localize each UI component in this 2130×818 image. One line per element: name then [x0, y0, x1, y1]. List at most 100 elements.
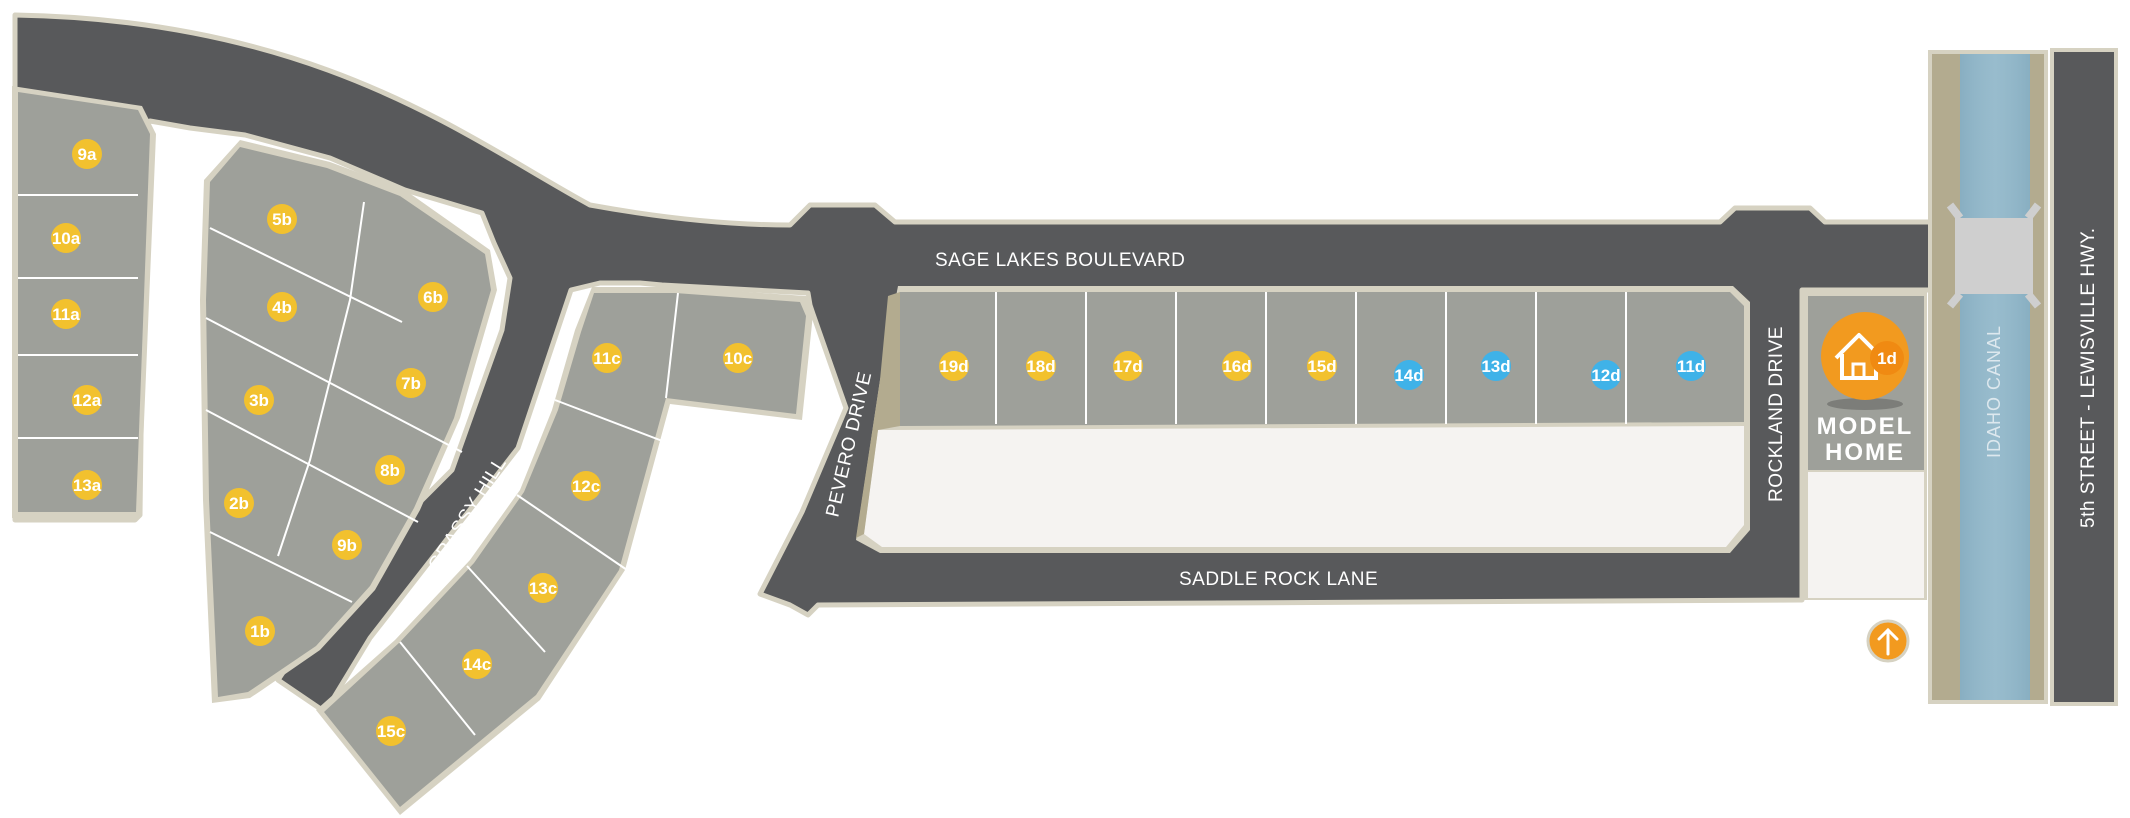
lot-marker-10c[interactable]: 10c: [723, 343, 753, 373]
lot-marker-13d[interactable]: 13d: [1481, 351, 1511, 381]
lot-label-12c: 12c: [572, 477, 600, 496]
lot-dot-5b[interactable]: [267, 204, 297, 234]
lot-marker-5b[interactable]: 5b: [267, 204, 297, 234]
model-home-line2: HOME: [1825, 439, 1905, 466]
lot-marker-19d[interactable]: 19d: [939, 351, 969, 381]
lot-marker-9a[interactable]: 9a: [72, 139, 102, 169]
lot-label-8b: 8b: [380, 461, 400, 480]
lot-marker-7b[interactable]: 7b: [396, 368, 426, 398]
lot-dot-15c[interactable]: [376, 716, 406, 746]
lot-dot-2b[interactable]: [224, 488, 254, 518]
lot-marker-4b[interactable]: 4b: [267, 292, 297, 322]
lot-marker-12c[interactable]: 12c: [571, 471, 601, 501]
lot-dot-13a[interactable]: [72, 470, 102, 500]
lot-label-7b: 7b: [401, 374, 421, 393]
lot-marker-14c[interactable]: 14c: [462, 649, 492, 679]
lot-dot-14c[interactable]: [462, 649, 492, 679]
lot-dot-12d[interactable]: [1591, 360, 1621, 390]
block-d: [856, 286, 1750, 553]
lot-marker-8b[interactable]: 8b: [375, 455, 405, 485]
lot-marker-9b[interactable]: 9b: [332, 530, 362, 560]
block-b: [200, 140, 497, 703]
lot-marker-11d[interactable]: 11d: [1676, 351, 1706, 381]
lot-label-18d: 18d: [1026, 357, 1055, 376]
lot-dot-13d[interactable]: [1481, 351, 1511, 381]
model-home-line1: MODEL: [1817, 413, 1914, 440]
lot-label-13a: 13a: [73, 476, 102, 495]
lot-dot-19d[interactable]: [939, 351, 969, 381]
lot-dot-12c[interactable]: [571, 471, 601, 501]
lot-label-10c: 10c: [724, 349, 752, 368]
lot-dot-10a[interactable]: [51, 223, 81, 253]
lot-marker-14d[interactable]: 14d: [1394, 360, 1424, 390]
lot-dot-6b[interactable]: [418, 282, 448, 312]
lot-label-12d: 12d: [1591, 366, 1620, 385]
lot-dot-12a[interactable]: [72, 385, 102, 415]
lot-dot-4b[interactable]: [267, 292, 297, 322]
road-label-highway: 5th STREET - LEWISVILLE HWY.: [2078, 227, 2099, 528]
road-label-rockland: ROCKLAND DRIVE: [1766, 326, 1787, 502]
lot-label-6b: 6b: [423, 288, 443, 307]
lot-marker-10a[interactable]: 10a: [51, 223, 81, 253]
lot-dot-1b[interactable]: [245, 616, 275, 646]
lot-label-2b: 2b: [229, 494, 249, 513]
lot-marker-6b[interactable]: 6b: [418, 282, 448, 312]
lot-marker-2b[interactable]: 2b: [224, 488, 254, 518]
lot-label-14d: 14d: [1394, 366, 1423, 385]
road-label-sage-lakes: SAGE LAKES BOULEVARD: [935, 250, 1185, 271]
block-a: [12, 86, 156, 518]
lot-dot-11d[interactable]: [1676, 351, 1706, 381]
lot-markers: 9a 10a 11a 12a 13a 5b 4b 6b 3b 7b 8b 2b 9b 1b 11c 10c 12…: [51, 139, 1706, 746]
lot-label-9a: 9a: [78, 145, 97, 164]
lot-dot-13c[interactable]: [528, 573, 558, 603]
north-arrow-icon: [1866, 619, 1910, 663]
lot-label-13c: 13c: [529, 579, 557, 598]
lot-label-1b: 1b: [250, 622, 270, 641]
road-label-saddle-rock: SADDLE ROCK LANE: [1179, 569, 1378, 590]
lot-label-11d: 11d: [1677, 357, 1705, 376]
lot-label-13d: 13d: [1481, 357, 1510, 376]
block-c: [316, 287, 813, 815]
lot-marker-12a[interactable]: 12a: [72, 385, 102, 415]
lot-marker-11a[interactable]: 11a: [51, 299, 81, 329]
lot-dot-11a[interactable]: [51, 299, 81, 329]
lot-label-10a: 10a: [52, 229, 81, 248]
lot-marker-11c[interactable]: 11c: [592, 343, 622, 373]
lot-marker-3b[interactable]: 3b: [244, 385, 274, 415]
lot-label-17d: 17d: [1113, 357, 1142, 376]
lot-marker-1b[interactable]: 1b: [245, 616, 275, 646]
lot-dot-16d[interactable]: [1222, 351, 1252, 381]
lot-marker-13c[interactable]: 13c: [528, 573, 558, 603]
canal-label: IDAHO CANAL: [1984, 325, 2004, 458]
lot-dot-9a[interactable]: [72, 139, 102, 169]
lot-dot-7b[interactable]: [396, 368, 426, 398]
lot-dot-17d[interactable]: [1113, 351, 1143, 381]
lot-marker-16d[interactable]: 16d: [1222, 351, 1252, 381]
lot-marker-17d[interactable]: 17d: [1113, 351, 1143, 381]
lot-marker-15c[interactable]: 15c: [376, 716, 406, 746]
lot-label-16d: 16d: [1222, 357, 1251, 376]
lot-dot-14d[interactable]: [1394, 360, 1424, 390]
lot-label-12a: 12a: [73, 391, 102, 410]
lot-marker-13a[interactable]: 13a: [72, 470, 102, 500]
lot-dot-15d[interactable]: [1307, 351, 1337, 381]
lot-label-15c: 15c: [377, 722, 405, 741]
lot-dot-9b[interactable]: [332, 530, 362, 560]
lot-dot-18d[interactable]: [1026, 351, 1056, 381]
lot-label-14c: 14c: [463, 655, 491, 674]
lot-dot-11c[interactable]: [592, 343, 622, 373]
lot-marker-15d[interactable]: 15d: [1307, 351, 1337, 381]
lot-dot-8b[interactable]: [375, 455, 405, 485]
lot-label-3b: 3b: [249, 391, 269, 410]
idaho-canal: [1928, 50, 2048, 704]
lot-label-4b: 4b: [272, 298, 292, 317]
lot-marker-12d[interactable]: 12d: [1591, 360, 1621, 390]
lot-label-11a: 11a: [52, 305, 80, 324]
model-home-marker[interactable]: 1d MODEL HOME: [1817, 312, 1914, 466]
lot-label-15d: 15d: [1307, 357, 1336, 376]
lot-label-19d: 19d: [939, 357, 968, 376]
lot-dot-3b[interactable]: [244, 385, 274, 415]
lot-dot-10c[interactable]: [723, 343, 753, 373]
lot-marker-18d[interactable]: 18d: [1026, 351, 1056, 381]
